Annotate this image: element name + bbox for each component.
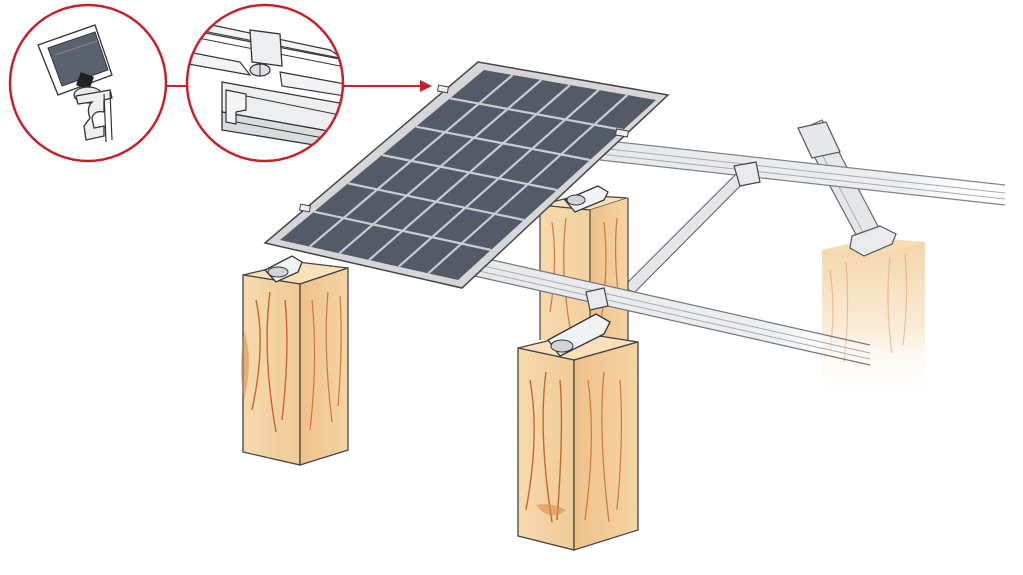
panel-row-divider — [381, 153, 558, 192]
panel-row-divider — [449, 97, 624, 132]
cross-rail — [620, 161, 761, 293]
callout-arrow — [343, 80, 432, 92]
solar-panel — [263, 61, 670, 289]
front-left-post — [241, 255, 349, 466]
mid-clamp-detail-icon — [185, 3, 345, 163]
middle-back-post — [539, 185, 629, 340]
panel-row-divider — [415, 125, 591, 162]
end-clamp-detail-icon — [8, 3, 168, 163]
panel-row-divider — [347, 182, 525, 222]
upper-rail — [599, 121, 1006, 206]
lower-rail — [469, 254, 871, 366]
panel-row-divider — [313, 210, 492, 252]
front-middle-post — [517, 313, 639, 551]
far-right-post — [822, 238, 925, 400]
